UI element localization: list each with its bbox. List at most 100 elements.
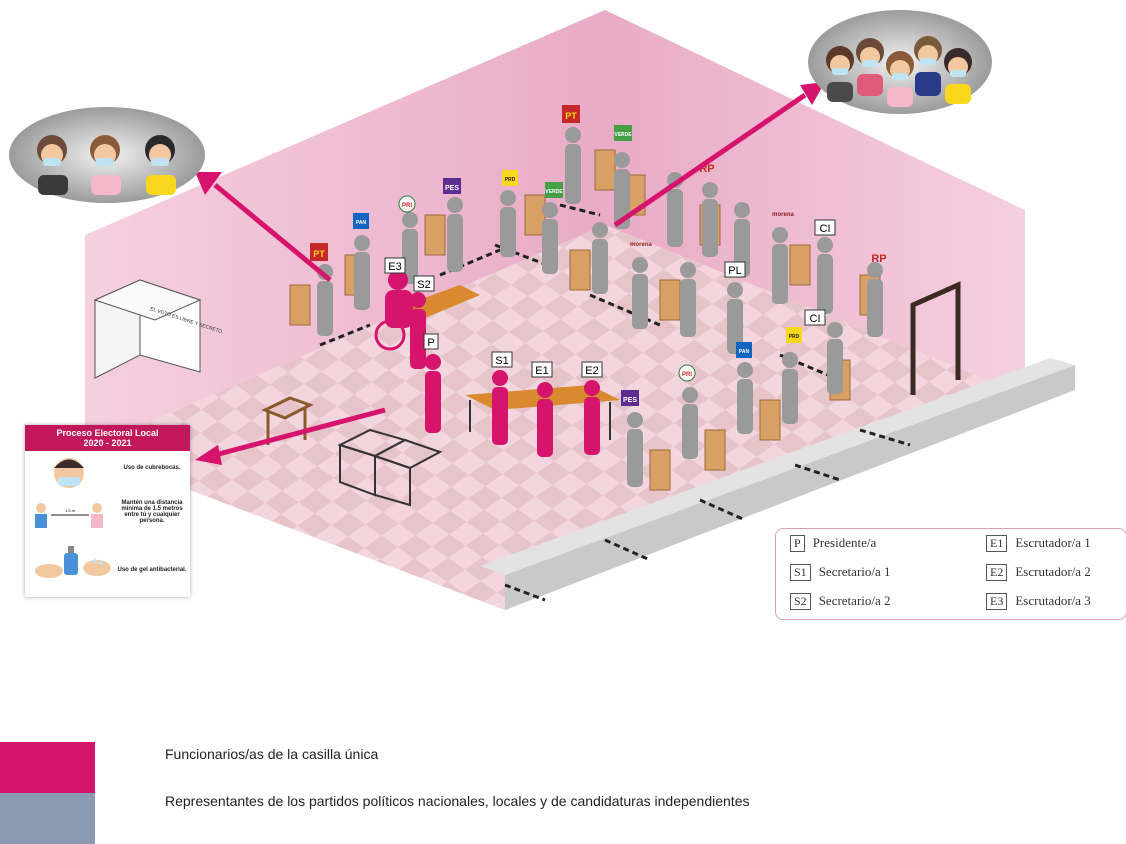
svg-text:PT: PT	[313, 249, 325, 259]
svg-text:PRI: PRI	[682, 372, 692, 378]
representative-figure	[614, 152, 630, 229]
poster-title: Proceso Electoral Local	[56, 428, 159, 438]
representative-figure	[680, 262, 696, 337]
representative-figure	[447, 197, 463, 272]
party-logos: PT PT PES PES PAN PAN PRI PRI PRD PRD VE…	[310, 105, 887, 406]
poster-illustrations: 1.5 m	[35, 458, 111, 578]
voting-booth: EL VOTO ES LIBRE Y SECRETO	[93, 279, 223, 379]
floor-tint	[85, 225, 1025, 610]
masked-person-icon	[944, 48, 972, 104]
representative-figure	[867, 262, 883, 337]
representative-figure	[817, 237, 833, 314]
marker-e3: E3	[384, 257, 406, 274]
poster-rule-distance: Mantén una distancia mínima de 1.5 metro…	[121, 500, 183, 524]
official-s1	[492, 370, 508, 445]
poster-rule-gel: Uso de gel antibacterial.	[117, 567, 187, 573]
representative-figure	[827, 322, 843, 394]
svg-text:E3: E3	[388, 261, 401, 273]
marker-e2: E2	[581, 361, 603, 378]
marker-pl: PL	[724, 261, 746, 278]
svg-text:P: P	[427, 337, 434, 349]
svg-text:PL: PL	[728, 265, 741, 277]
official-s2	[410, 292, 426, 369]
floor	[85, 225, 1025, 610]
role-markers: E3 S2 P S1 E1 E2 PL CI CI	[384, 219, 836, 378]
svg-text:E1: E1	[535, 365, 548, 377]
pt-logo: PT	[310, 243, 328, 261]
svg-text:morena: morena	[772, 212, 794, 218]
representatives	[317, 127, 883, 487]
poster-header: Proceso Electoral Local 2020 - 2021	[25, 425, 190, 451]
pan-logo: PAN	[736, 342, 752, 358]
exit-ramp-top	[480, 358, 1075, 575]
officials-table-back	[405, 285, 480, 318]
svg-text:PRD: PRD	[505, 177, 516, 183]
verde-logo: VERDE	[614, 125, 632, 141]
official-e3	[374, 270, 413, 351]
right-wall	[605, 10, 1025, 395]
exit-arrows	[195, 82, 825, 465]
svg-text:CI: CI	[820, 223, 831, 235]
svg-text:PRD: PRD	[789, 334, 800, 340]
legend-officials-label: Funcionarios/as de la casilla única	[165, 746, 379, 762]
legend-swatch-representatives	[0, 793, 95, 844]
svg-text:1.5 m: 1.5 m	[65, 508, 76, 513]
masked-person-icon	[826, 46, 854, 102]
representative-figure	[632, 257, 648, 329]
masked-person-icon	[856, 38, 884, 96]
poster-years: 2020 - 2021	[83, 438, 132, 448]
svg-text:morena: morena	[630, 242, 652, 248]
legend-representatives-label: Representantes de los partidos políticos…	[165, 793, 750, 809]
morena-logo: morena	[630, 242, 652, 248]
marker-e1: E1	[531, 361, 553, 378]
masked-person-icon	[914, 36, 942, 96]
prd-logo: PRD	[786, 327, 802, 343]
poster-rule-mask: Uso de cubrebocas.	[123, 465, 181, 471]
prd-logo: PRD	[502, 170, 518, 186]
representative-figure	[354, 235, 370, 310]
legend-swatch-officials	[0, 742, 95, 793]
masked-person-icon	[37, 135, 68, 195]
pri-logo: PRI	[398, 195, 416, 213]
representative-figure	[682, 387, 698, 459]
masked-person-icon	[145, 135, 176, 195]
svg-text:PES: PES	[445, 185, 459, 192]
marker-s2: S2	[413, 275, 435, 292]
representative-figure	[702, 182, 718, 257]
svg-text:S2: S2	[417, 279, 430, 291]
svg-text:PES: PES	[623, 397, 637, 404]
official-p	[425, 354, 441, 433]
svg-text:S1: S1	[495, 355, 508, 367]
polling-station-illustration: EL VOTO ES LIBRE Y SECRETO	[9, 10, 1075, 610]
safety-poster: Proceso Electoral Local 2020 - 2021 1.5 …	[25, 425, 190, 597]
marker-ci: CI	[804, 309, 826, 326]
representative-figure	[542, 202, 558, 274]
svg-text:E2: E2	[585, 365, 598, 377]
representative-figure	[565, 127, 581, 204]
representative-figure	[627, 412, 643, 487]
exit-ramp	[505, 365, 1075, 610]
svg-text:PT: PT	[565, 111, 577, 121]
representative-figure	[500, 190, 516, 257]
svg-text:PAN: PAN	[356, 220, 367, 226]
official-e2	[584, 380, 600, 455]
pt-logo: PT	[562, 105, 580, 123]
verde-logo: VERDE	[545, 182, 563, 198]
rp-logo: RP	[871, 253, 886, 265]
exit-door-frame	[910, 281, 961, 395]
pes-logo: PES	[443, 178, 461, 194]
representative-figure	[737, 362, 753, 434]
marker-s1: S1	[491, 351, 513, 368]
hand-sanitizer-icon	[35, 546, 111, 578]
masked-person-icon	[90, 135, 121, 195]
representative-figure	[592, 222, 608, 294]
representative-figure	[772, 227, 788, 304]
left-wall	[85, 10, 605, 450]
